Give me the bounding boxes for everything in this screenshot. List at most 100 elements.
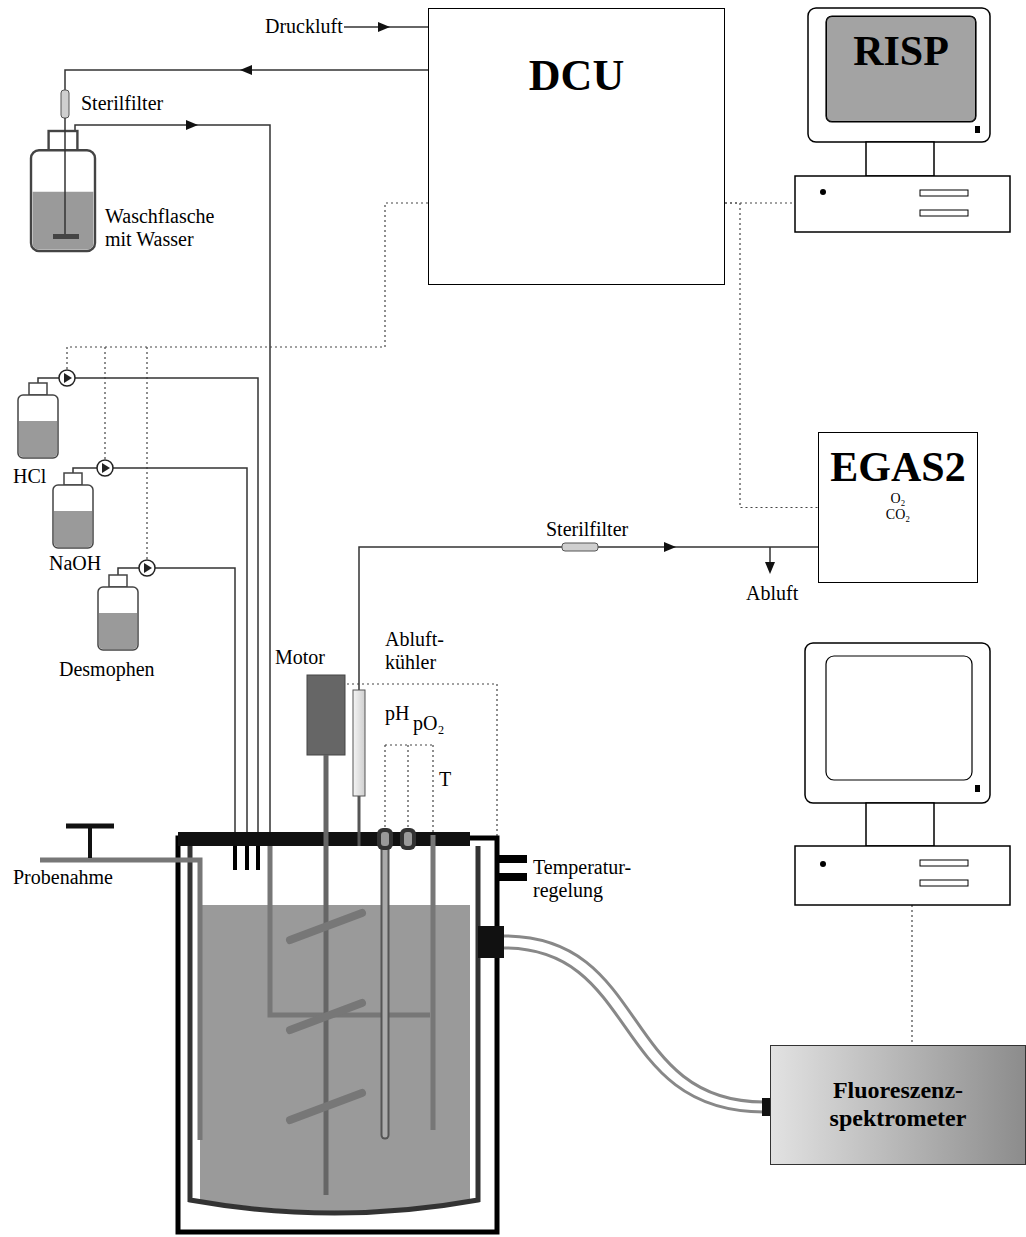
part-label: Desmophen (58, 658, 156, 681)
computer-risp-part (975, 126, 980, 133)
feed-lines (38, 378, 258, 868)
bioreactor-part (383, 845, 388, 1135)
feed-lines-part (118, 568, 139, 575)
bioreactor-part (497, 855, 527, 863)
signal-lines-part (911, 905, 912, 1045)
bioreactor-part (307, 675, 345, 755)
part-label: HCl (12, 465, 47, 488)
wash-bottle (31, 118, 95, 251)
signal-lines-part (104, 347, 105, 460)
control-unit-box: DCU (428, 8, 725, 285)
part-label: Druckluft (264, 15, 344, 38)
bioreactor-part (178, 838, 497, 1232)
bioreactor-part (324, 755, 329, 1195)
feed-bottles-part (98, 575, 138, 650)
signal-lines-part (326, 675, 497, 858)
bioreactor-part (497, 873, 527, 881)
bioreactor (40, 675, 527, 1232)
computer-risp-part (795, 176, 1010, 232)
part-label: pH (384, 702, 410, 725)
pumps-part (97, 460, 113, 476)
feed-lines-part (75, 378, 258, 868)
computer-spectrometer-part (820, 861, 826, 867)
node-subtext: CO₂ (886, 507, 910, 523)
signal-lines-part (146, 347, 147, 560)
exhaust-line (353, 542, 818, 796)
feed-lines-part (155, 568, 235, 868)
signal-lines (67, 203, 912, 1045)
feed-bottles-part (53, 473, 93, 548)
signal-lines-part (407, 745, 408, 830)
bioreactor-part (88, 826, 92, 858)
pumps-part (139, 560, 155, 576)
gas-analyser-box: EGAS2O₂CO₂ (818, 432, 978, 583)
signal-lines-part (432, 745, 433, 838)
fiber-cable-part (504, 948, 764, 1112)
wash-bottle-part (64, 118, 66, 236)
wash-bottle-part (31, 131, 95, 251)
bioreactor-part (40, 860, 200, 1140)
computer-spectrometer-part (866, 803, 934, 846)
computer-spectrometer (795, 643, 1010, 905)
signal-lines-part (385, 744, 433, 745)
part-label: pO₂ (412, 712, 445, 735)
spectrometer-box: Fluoreszenz- spektrometer (770, 1045, 1026, 1165)
monitor-screen: RISP (826, 16, 976, 122)
computer-spectrometer-part (920, 880, 968, 886)
part-label: Waschflasche mit Wasser (104, 205, 238, 251)
bioreactor-part (66, 824, 114, 829)
bioreactor-part (431, 835, 436, 1130)
computer-risp-part (808, 8, 990, 142)
air-line-part (61, 90, 69, 118)
bioreactor-part (290, 913, 362, 1120)
exhaust-line-part (562, 543, 598, 551)
bioreactor-part (381, 845, 390, 1135)
wash-bottle-part (53, 234, 79, 239)
part-label: Motor (274, 646, 326, 669)
node-title: Fluoreszenz- spektrometer (813, 1077, 983, 1132)
pumps-part (59, 370, 75, 386)
computer-risp (795, 8, 1010, 232)
computer-spectrometer-part (805, 643, 990, 803)
bioreactor-part (270, 846, 430, 1015)
computer-spectrometer-part (795, 846, 1010, 905)
node-title: DCU (529, 51, 624, 102)
air-line-part (75, 125, 270, 855)
part-label: Sterilfilter (545, 518, 629, 541)
computer-risp-part (920, 210, 968, 216)
exhaust-line-part (353, 690, 365, 796)
signal-connector (725, 203, 818, 508)
bioreactor-part (235, 846, 258, 870)
bioreactor-part (358, 796, 361, 846)
pumps (59, 370, 155, 576)
feed-bottles-part (18, 383, 58, 458)
exhaust-line-part (765, 562, 775, 574)
bioreactor-part (404, 832, 412, 846)
computer-spectrometer-part (975, 785, 980, 792)
part-label: Abluft (745, 582, 799, 605)
computer-spectrometer-part (920, 860, 968, 866)
exhaust-line-part (664, 542, 676, 552)
bioreactor-part (381, 832, 389, 846)
exhaust-line-part (359, 547, 818, 690)
computer-spectrometer-part (826, 656, 972, 780)
part-label: Temperatur- regelung (532, 856, 652, 902)
air-line (61, 22, 428, 855)
bioreactor-part (478, 926, 504, 958)
part-label: Sterilfilter (80, 92, 164, 115)
air-line-part (65, 70, 428, 90)
node-subtext: O₂ (891, 491, 906, 507)
computer-risp-part (866, 142, 934, 176)
air-line-part (186, 120, 198, 130)
signal-lines-part (384, 745, 385, 830)
bioreactor-part (200, 905, 470, 1211)
signal-lines-part (67, 203, 428, 370)
air-line-part (378, 22, 390, 32)
part-label: Probenahme (12, 866, 114, 889)
fiber-cable-part (504, 936, 764, 1102)
air-line-part (240, 65, 252, 75)
computer-risp-part (826, 16, 976, 122)
feed-bottles (18, 383, 138, 650)
node-title: RISP (853, 27, 949, 75)
